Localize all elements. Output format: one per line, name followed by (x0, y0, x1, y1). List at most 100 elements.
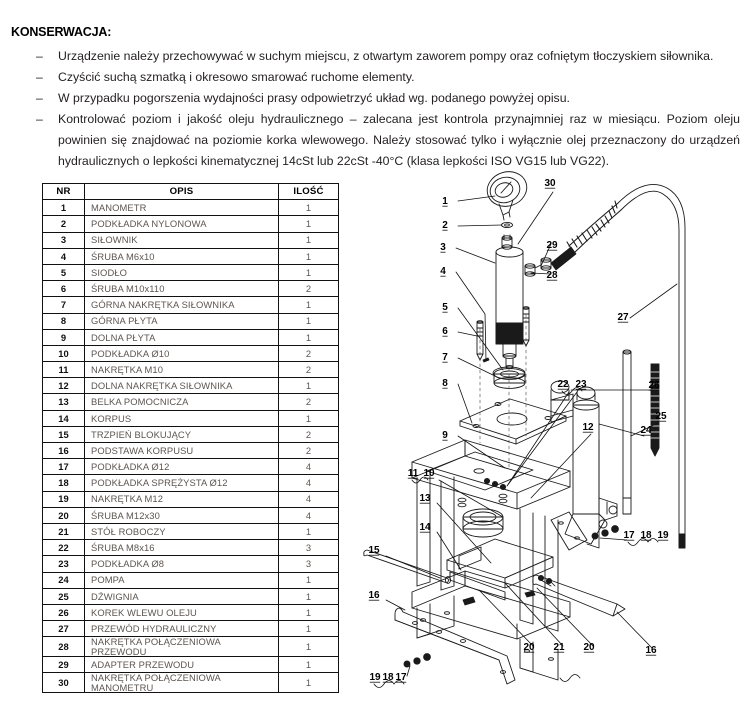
callout-label-25: 25 (655, 411, 667, 422)
callout-label-26: 26 (648, 380, 660, 391)
callout-label-28: 28 (546, 270, 558, 281)
cell-ilosc: 1 (278, 296, 339, 314)
maintenance-item-text: W przypadku pogorszenia wydajności prasy… (58, 91, 570, 105)
cell-opis: NAKRĘTKA POŁĄCZENIOWA MANOMETRU (84, 672, 279, 694)
cell-nr: 17 (42, 458, 85, 476)
callout-label-27: 27 (617, 312, 629, 323)
cell-nr: 1 (42, 199, 85, 217)
cell-opis: GÓRNA NAKRĘTKA SIŁOWNIKA (84, 296, 279, 314)
cell-nr: 22 (42, 539, 85, 557)
cell-ilosc: 1 (278, 672, 339, 694)
callout-label-29: 29 (546, 240, 558, 251)
cell-opis: PRZEWÓD HYDRAULICZNY (84, 620, 279, 638)
callout-label-9: 9 (442, 430, 448, 441)
cell-opis: NAKRĘTKA POŁĄCZENIOWA PRZEWODU (84, 636, 279, 658)
cell-opis: PODKŁADKA Ø12 (84, 458, 279, 476)
cell-nr: 21 (42, 522, 85, 541)
saddle-part (492, 366, 526, 380)
leader-lines (385, 191, 678, 677)
cell-opis: TRZPIEŃ BLOKUJĄCY (84, 425, 279, 444)
cell-opis: SIODŁO (84, 263, 279, 282)
cell-opis: PODSTAWA KORPUSU (84, 441, 279, 460)
cell-nr: 15 (42, 425, 85, 444)
maintenance-item-text: Urządzenie należy przechowywać w suchym … (58, 49, 714, 63)
base-foot-part (394, 607, 516, 685)
cell-ilosc: 1 (278, 231, 339, 249)
callout-label-23: 23 (575, 379, 587, 390)
cell-opis: DŹWIGNIA (84, 587, 279, 605)
cell-nr: 14 (42, 409, 85, 427)
callout-label-1: 1 (442, 196, 448, 207)
cell-opis: ŚRUBA M10x110 (84, 280, 279, 298)
cell-nr: 25 (42, 587, 85, 605)
cell-nr: 4 (42, 247, 85, 265)
callout-label-19: 19 (657, 530, 669, 541)
right-fastener-parts (591, 525, 619, 540)
callout-label-17: 17 (395, 672, 407, 683)
cell-opis: ŚRUBA M12x30 (84, 506, 279, 524)
cell-ilosc: 1 (278, 312, 339, 330)
cell-nr: 16 (42, 441, 85, 460)
callout-label-6: 6 (442, 326, 448, 337)
cell-nr: 26 (42, 603, 85, 622)
callout-label-11: 11 (408, 468, 419, 479)
cell-ilosc: 1 (278, 603, 339, 622)
table-header-row: NR OPIS ILOŚĆ (42, 182, 339, 201)
hose-terminal-end (678, 533, 686, 549)
column-header-opis: OPIS (84, 182, 279, 201)
callout-label-2: 2 (442, 220, 448, 231)
callout-label-14: 14 (419, 522, 431, 533)
cell-opis: DOLNA NAKRĘTKA SIŁOWNIKA (84, 377, 279, 395)
bullet-marker-icon: – (36, 70, 43, 84)
callout-label-15: 15 (368, 545, 380, 556)
cell-opis: NAKRĘTKA M10 (84, 361, 279, 379)
callout-label-19: 19 (369, 672, 381, 683)
cell-ilosc: 1 (278, 377, 339, 395)
hose-end-spring-guard (550, 246, 577, 271)
callout-label-24: 24 (640, 425, 652, 436)
cell-nr: 30 (42, 672, 85, 694)
callout-label-16: 16 (368, 590, 380, 601)
callout-label-4: 4 (440, 266, 446, 277)
maintenance-item-text: Kontrolować poziom i jakość oleju hydrau… (58, 112, 740, 168)
cell-ilosc: 1 (278, 263, 339, 282)
upper-cylinder-nut-part (493, 368, 526, 389)
cell-nr: 18 (42, 474, 85, 492)
bullet-marker-icon: – (36, 49, 43, 63)
maintenance-item-4: – Kontrolować poziom i jakość oleju hydr… (36, 109, 740, 172)
upper-plate-part (459, 398, 567, 445)
base-foot-fastener-parts (403, 653, 431, 668)
cell-ilosc: 2 (278, 393, 339, 411)
cell-nr: 27 (42, 620, 85, 638)
cell-ilosc: 4 (278, 506, 339, 524)
cell-ilosc: 1 (278, 587, 339, 605)
cell-ilosc: 2 (278, 425, 339, 444)
cell-nr: 29 (42, 656, 85, 674)
manometer-part (486, 171, 528, 221)
cell-nr: 8 (42, 312, 85, 330)
work-table-part (446, 538, 554, 589)
cell-ilosc: 1 (278, 247, 339, 265)
cell-ilosc: 1 (278, 522, 339, 541)
lever-grip-part (650, 363, 660, 457)
cell-ilosc: 4 (278, 490, 339, 508)
cell-ilosc: 2 (278, 344, 339, 363)
cylinder-rod-part (502, 343, 517, 369)
cell-ilosc: 1 (278, 409, 339, 427)
cell-opis: POMPA (84, 571, 279, 589)
cell-nr: 19 (42, 490, 85, 508)
